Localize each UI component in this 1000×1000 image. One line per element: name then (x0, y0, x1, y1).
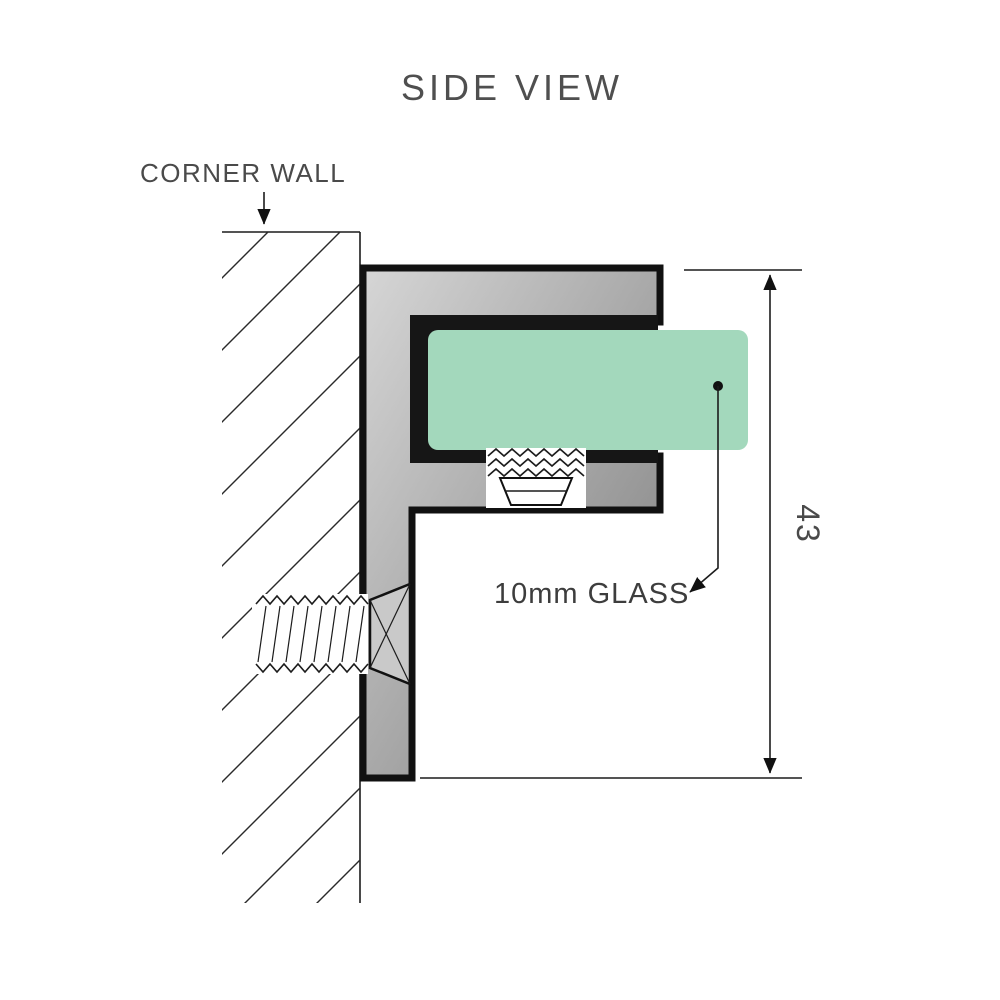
screw-thread-background (252, 594, 368, 674)
screw-head (368, 582, 412, 686)
wall-hatching (222, 232, 360, 903)
screw-thread-top-edge (255, 594, 369, 606)
grub-screw (486, 447, 586, 508)
dimension-label: 43 (790, 504, 826, 544)
screw-thread-bottom-edge (255, 662, 369, 674)
diagram-title: SIDE VIEW (401, 67, 623, 108)
corner-wall-label: CORNER WALL (140, 158, 346, 188)
glass-panel (428, 330, 748, 450)
glass-leader-line (689, 386, 719, 593)
glass-label: 10mm GLASS (494, 578, 689, 610)
screw-thread-flanks (257, 605, 365, 663)
screw-head-detail (369, 583, 411, 685)
mounting-screw (252, 582, 412, 686)
